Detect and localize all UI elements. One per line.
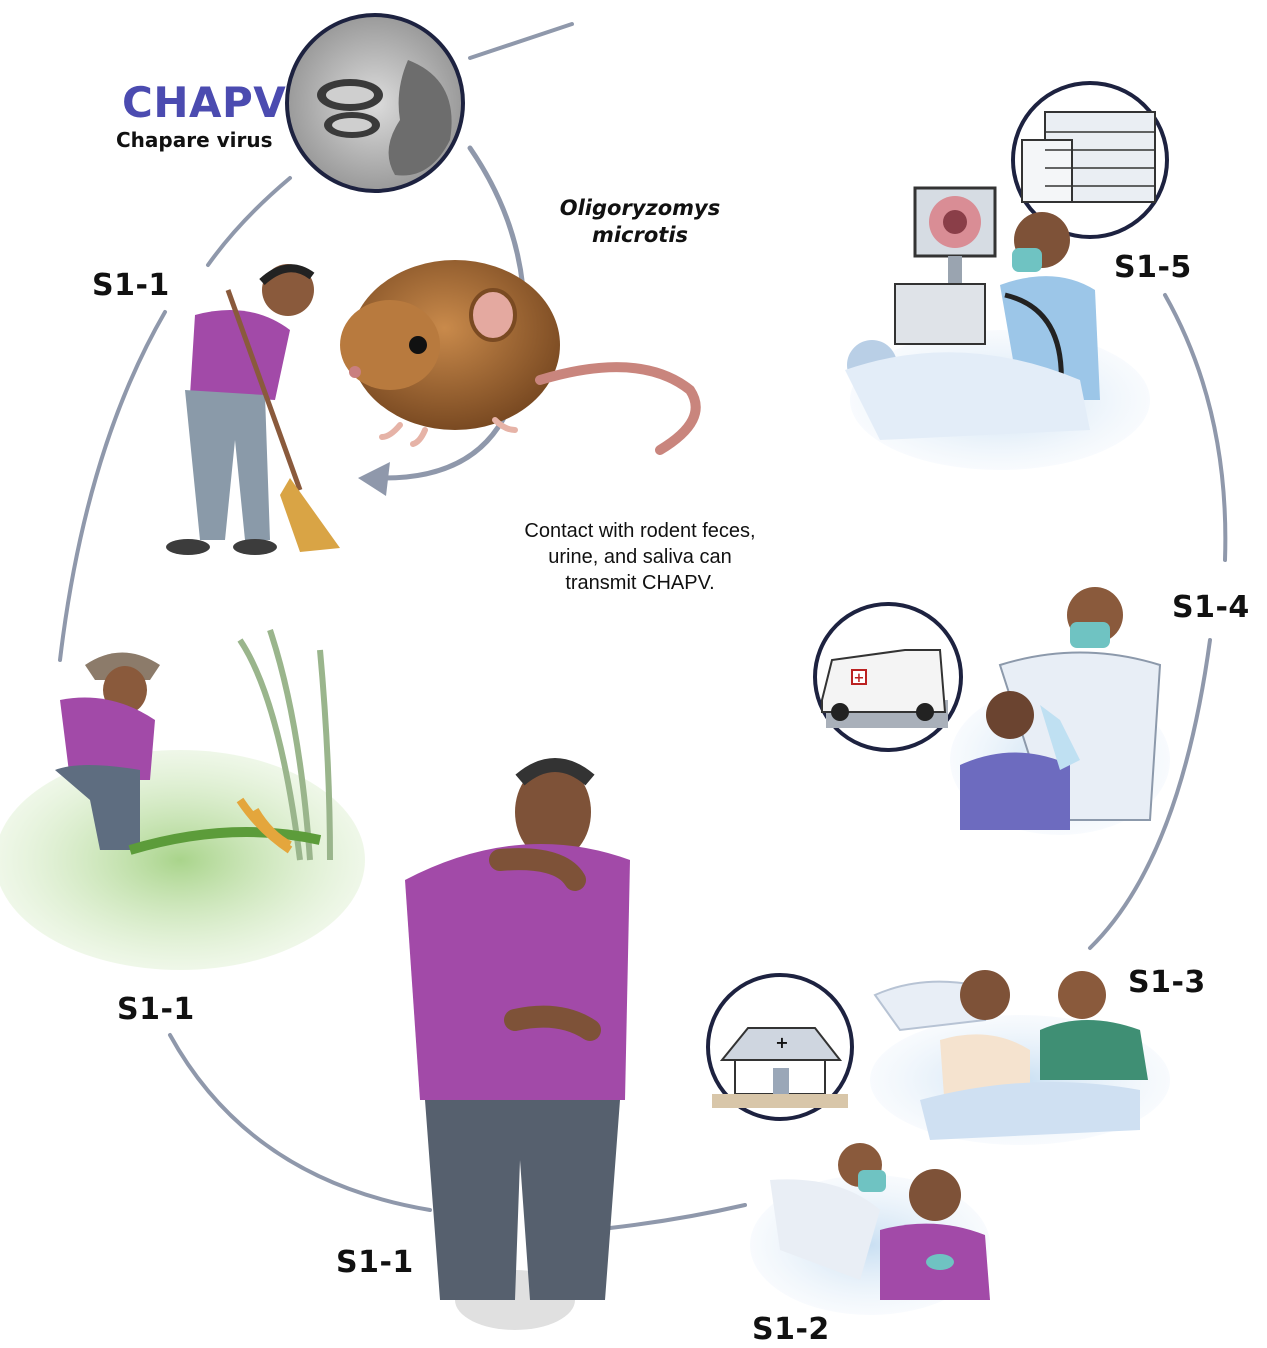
cycle-line-right-upper [1165,295,1225,560]
hospital-bed-illustration [870,970,1170,1145]
ambulance-vignette: + [815,604,961,750]
ill-patient-illustration [405,764,630,1330]
virus-micrograph [287,15,463,191]
harvesting-farmer-illustration [0,630,365,970]
stage-label-endoscopy: S1-5 [1114,250,1192,285]
clinic-exam-illustration [750,1143,990,1315]
stage-label-sweeping: S1-1 [92,268,170,303]
clinic-vignette: + [708,975,852,1119]
virus-abbreviation: CHAPV [122,78,286,127]
cycle-line-left [60,312,165,660]
rodent-species-line1: Oligoryzomys [560,196,720,220]
svg-text:+: + [854,671,865,686]
stage-label-harvesting: S1-1 [117,992,195,1027]
rodent-illustration [340,260,696,450]
ambulance-transfer-illustration [950,587,1170,835]
rodent-species-label: Oligoryzomys microtis [540,195,740,249]
stage-label-hospital-bed: S1-3 [1128,965,1206,1000]
transmission-note: Contact with rodent feces, urine, and sa… [520,518,760,596]
stage-label-clinic-exam: S1-2 [752,1312,830,1347]
svg-text:+: + [775,1033,788,1052]
cycle-line-left-upper [208,178,290,265]
stage-label-ill-patient: S1-1 [336,1245,414,1280]
virus-full-name: Chapare virus [116,128,273,152]
stage-label-ambulance-transfer: S1-4 [1172,590,1250,625]
cycle-line-bottom-right [610,1205,745,1228]
cycle-line-bottom-left [170,1035,430,1210]
rodent-species-line2: microtis [592,223,688,247]
sweeping-farmer-illustration [166,264,340,555]
cycle-line-top [470,24,572,58]
